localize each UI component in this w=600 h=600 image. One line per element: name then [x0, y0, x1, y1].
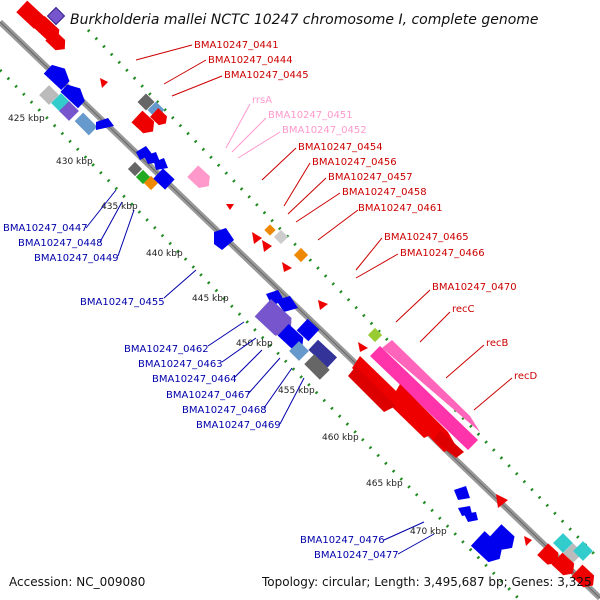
tick-label: 430 kbp [56, 157, 93, 167]
accession-text: Accession: NC_009080 [9, 575, 145, 589]
tick-label: 465 kbp [366, 479, 403, 489]
rrsA-gene [187, 165, 210, 188]
reverse-genes-middle [254, 290, 338, 380]
tick-label: 470 kbp [410, 527, 447, 537]
gene-label-reverse: BMA10247_0467 [166, 390, 251, 401]
forward-labels [135, 44, 513, 411]
gene-label-forward: BMA10247_0441 [194, 40, 279, 51]
reverse-leaders [85, 189, 435, 555]
tick-label: 450 kbp [236, 339, 273, 349]
tick-label: 460 kbp [322, 433, 359, 443]
gene-label-forward: recD [514, 371, 538, 382]
gene-label-reverse: BMA10247_0476 [300, 535, 385, 546]
gene-label-reverse: BMA10247_0462 [124, 344, 209, 355]
gene-label-reverse: BMA10247_0468 [182, 405, 267, 416]
gene-label-rna: BMA10247_0452 [282, 125, 367, 136]
gene-label-reverse: BMA10247_0464 [152, 374, 237, 385]
gene-label-forward: BMA10247_0461 [358, 203, 443, 214]
gene-label-forward: BMA10247_0454 [298, 142, 383, 153]
forward-genes-topleft [16, 0, 168, 134]
gene-label-rna: rrsA [252, 95, 272, 106]
gene-label-forward: recC [452, 304, 475, 315]
outer-dotted-ring [86, 28, 600, 562]
recBCD-genes [348, 327, 480, 458]
chromosome-backbone-edge [0, 21, 600, 599]
reverse-label-text: BMA10247_0447 BMA10247_0448 BMA10247_044… [3, 223, 399, 561]
tick-label: 455 kbp [278, 386, 315, 396]
gene-label-forward: BMA10247_0457 [328, 172, 413, 183]
gene-label-forward: BMA10247_0444 [208, 55, 293, 66]
gene-label-reverse: BMA10247_0447 [3, 223, 88, 234]
gene-label-reverse: BMA10247_0463 [138, 359, 223, 370]
forward-genes-middle [226, 204, 328, 310]
gene-label-reverse: BMA10247_0448 [18, 238, 103, 249]
gene-label-forward: BMA10247_0466 [400, 248, 485, 259]
legend-square [46, 6, 66, 26]
gene-label-reverse: BMA10247_0469 [196, 420, 281, 431]
gene-label-forward: BMA10247_0458 [342, 187, 427, 198]
tick-label: 445 kbp [192, 294, 229, 304]
map-title: Burkholderia mallei NCTC 10247 chromosom… [70, 12, 539, 28]
reverse-genes-topleft [39, 64, 234, 250]
gene-label-reverse: BMA10247_0477 [314, 550, 399, 561]
gene-label-forward: BMA10247_0445 [224, 70, 309, 81]
gene-label-forward: BMA10247_0456 [312, 157, 397, 168]
inner-dotted-ring [0, 68, 522, 600]
forward-label-text: BMA10247_0441 BMA10247_0444 BMA10247_044… [194, 40, 538, 382]
gene-label-forward: recB [486, 338, 509, 349]
rna-leaders [225, 103, 281, 159]
gene-label-forward: BMA10247_0465 [384, 232, 469, 243]
gene-label-rna: BMA10247_0451 [268, 110, 353, 121]
tick-label: 440 kbp [146, 249, 183, 259]
tick-label: 425 kbp [8, 114, 45, 124]
gene-label-reverse: BMA10247_0455 [80, 297, 165, 308]
gene-label-reverse: BMA10247_0449 [34, 253, 119, 264]
gene-label-forward: BMA10247_0470 [432, 282, 517, 293]
topology-text: Topology: circular; Length: 3,495,687 bp… [261, 575, 592, 589]
genes-lower-right [454, 486, 595, 588]
